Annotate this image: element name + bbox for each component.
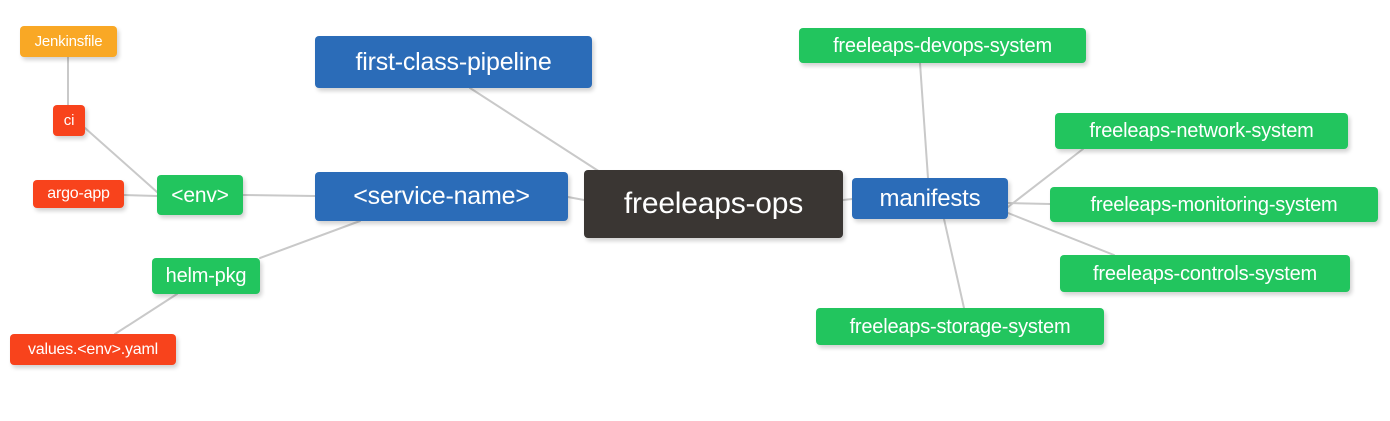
edge-env-to-argo-app: [123, 194, 158, 197]
node-argo-app[interactable]: argo-app: [33, 180, 124, 208]
node-freeleaps-devops-system[interactable]: freeleaps-devops-system: [799, 28, 1086, 63]
node-freeleaps-controls-system[interactable]: freeleaps-controls-system: [1060, 255, 1350, 292]
node-service-name[interactable]: <service-name>: [315, 172, 568, 221]
node-freeleaps-storage-system[interactable]: freeleaps-storage-system: [816, 308, 1104, 345]
node-values-env-yaml[interactable]: values.<env>.yaml: [10, 334, 176, 365]
edge-manifests-to-freeleaps-storage-system: [943, 218, 965, 309]
edge-manifests-to-freeleaps-monitoring-system: [1007, 202, 1051, 205]
edge-manifests-to-freeleaps-devops-system: [919, 62, 929, 179]
node-ci[interactable]: ci: [53, 105, 85, 136]
node-freeleaps-monitoring-system[interactable]: freeleaps-monitoring-system: [1050, 187, 1378, 222]
edge-freeleaps-ops-to-first-class-pipeline: [469, 87, 601, 173]
node-freeleaps-network-system[interactable]: freeleaps-network-system: [1055, 113, 1348, 149]
edge-service-name-to-helm-pkg: [259, 220, 361, 259]
edge-freeleaps-ops-to-service-name: [567, 196, 585, 201]
edge-freeleaps-ops-to-manifests: [842, 198, 853, 201]
node-helm-pkg[interactable]: helm-pkg: [152, 258, 260, 294]
node-jenkinsfile[interactable]: Jenkinsfile: [20, 26, 117, 57]
node-manifests[interactable]: manifests: [852, 178, 1008, 219]
node-freeleaps-ops[interactable]: freeleaps-ops: [584, 170, 843, 238]
node-env[interactable]: <env>: [157, 175, 243, 215]
edge-service-name-to-env: [242, 194, 316, 197]
node-first-class-pipeline[interactable]: first-class-pipeline: [315, 36, 592, 88]
edge-helm-pkg-to-values-env-yaml: [114, 293, 178, 335]
